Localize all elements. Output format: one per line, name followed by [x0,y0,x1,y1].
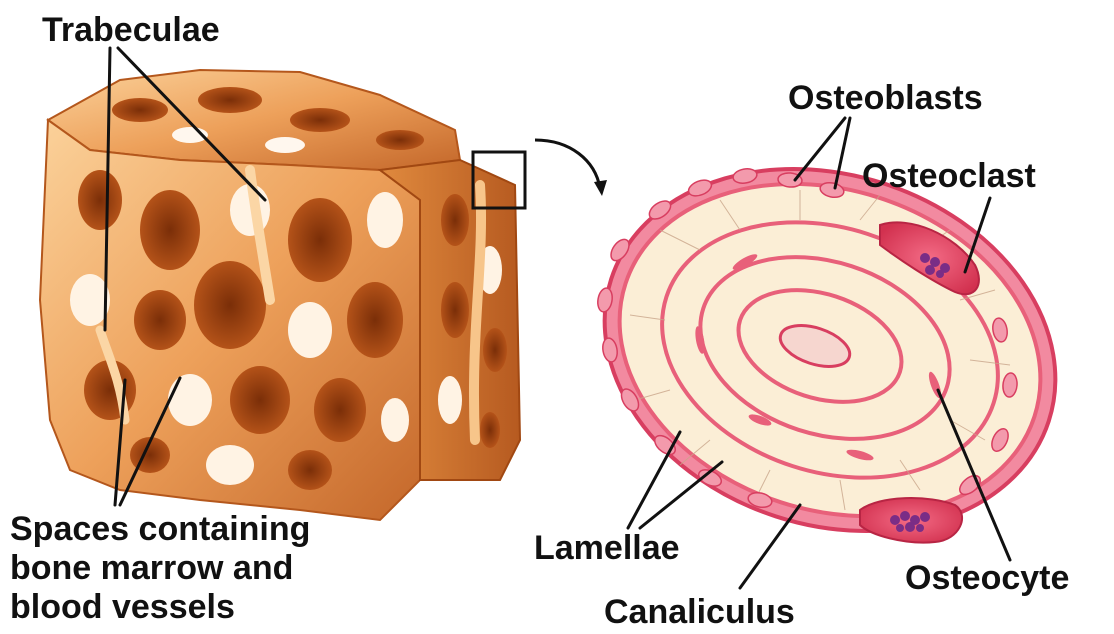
label-osteoclast: Osteoclast [862,158,1036,194]
zoom-arrow [535,140,600,188]
label-canaliculus: Canaliculus [604,594,795,630]
label-lamellae: Lamellae [534,530,680,566]
label-osteoblasts: Osteoblasts [788,80,983,116]
label-osteocyte: Osteocyte [905,560,1069,596]
spongy-bone-block [40,70,520,520]
label-spaces-containing-bone-marrow: Spaces containing bone marrow and blood … [10,510,310,627]
label-trabeculae: Trabeculae [42,12,220,48]
